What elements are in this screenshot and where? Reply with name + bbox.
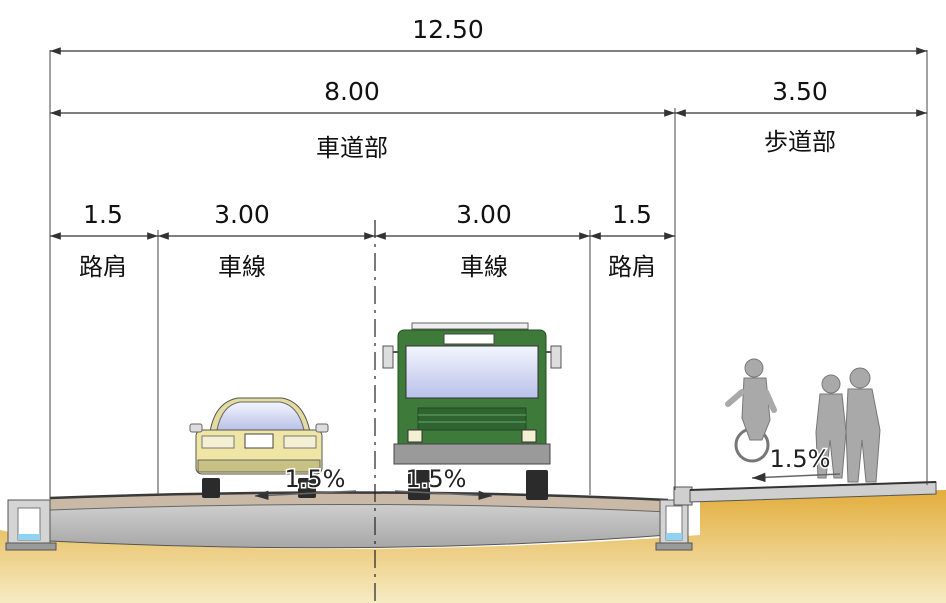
slope-sidewalk: 1.5%: [770, 445, 831, 473]
dim-sidewalk: 3.50: [772, 77, 828, 106]
boundary-lines: [49, 50, 928, 498]
dim-lane-right: 3.00: [456, 200, 512, 229]
truck-illustration: [382, 322, 562, 500]
label-lane-right: 車線: [460, 253, 508, 281]
label-shoulder-left: 路肩: [79, 253, 127, 281]
dim-total: 12.50: [412, 15, 484, 44]
dim-carriageway: 8.00: [324, 77, 380, 106]
roadway-pavement: [49, 491, 669, 549]
label-lane-left: 車線: [218, 253, 266, 281]
label-carriageway: 車道部: [316, 134, 388, 162]
gutter-right: [655, 499, 693, 551]
slope-arrows: [254, 472, 841, 501]
label-shoulder-right: 路肩: [608, 253, 656, 281]
pedestrians-illustration: [725, 358, 881, 483]
car-illustration: [189, 397, 329, 498]
dimension-lines: [50, 47, 927, 240]
dim-shoulder-left: 1.5: [83, 200, 123, 229]
ground: [0, 490, 946, 603]
sidewalk-structure: [673, 481, 937, 506]
gutter-left: [5, 499, 57, 551]
slope-right-lane: 1.5%: [406, 465, 467, 493]
slope-left-lane: 1.5%: [285, 465, 346, 493]
label-sidewalk: 歩道部: [764, 128, 836, 156]
dim-shoulder-right: 1.5: [612, 200, 652, 229]
dim-lane-left: 3.00: [214, 200, 270, 229]
